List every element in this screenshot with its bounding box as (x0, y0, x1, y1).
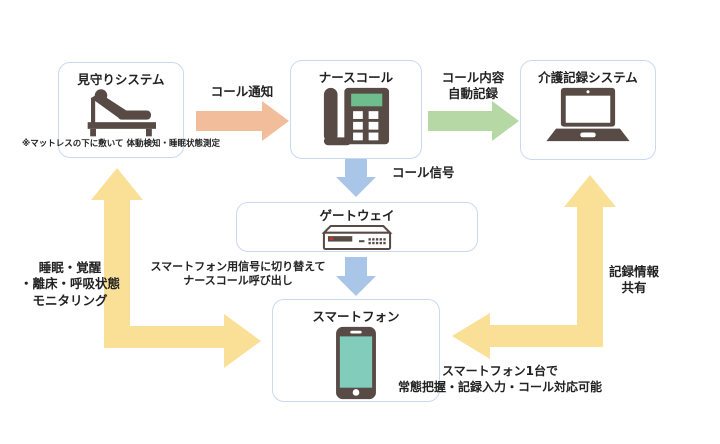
node-nurse-call: ナースコール (290, 60, 422, 159)
gateway-title: ゲートウェイ (319, 208, 395, 223)
record-share-label: 記録情報 共有 (596, 264, 672, 297)
auto-record-label: コール内容 自動記録 (422, 70, 524, 103)
bed-patient-icon (87, 89, 156, 137)
node-gateway: ゲートウェイ (236, 202, 478, 252)
call-notice-label: コール通知 (210, 84, 274, 99)
node-care-record-system: 介護記録システム (520, 60, 656, 160)
node-monitoring-system: 見守りシステム ※マットレスの下に敷いて 体動検知・睡眠状態測定 (22, 62, 220, 158)
laptop-icon (546, 87, 630, 142)
smartphone-icon (336, 326, 376, 400)
record-share-line2: 共有 (621, 280, 647, 296)
care-record-title: 介護記録システム (538, 70, 638, 85)
desk-phone-icon (323, 87, 390, 146)
monitoring-info-line2: ・離床・呼吸状態 (19, 276, 120, 292)
monitoring-note-line1: ※マットレスの下に敷いて (22, 139, 124, 149)
smartphone-caption: スマートフォン1台で 常態把握・記録入力・コール対応可能 (392, 364, 608, 395)
call-signal-label: コール信号 (392, 165, 455, 180)
monitoring-info-line3: モニタリング (32, 292, 108, 308)
node-smartphone: スマートフォン (272, 299, 440, 402)
smartphone-caption-line1: スマートフォン1台で (442, 364, 558, 378)
monitoring-smartphone-arrow (91, 168, 261, 368)
record-smartphone-arrow (452, 175, 616, 359)
monitoring-info-line1: 睡眠・覚醒 (38, 260, 102, 275)
gateway-to-smartphone-arrow (336, 257, 376, 296)
record-share-line1: 記録情報 (608, 264, 659, 279)
switch-signal-line1: スマートフォン用信号に切り替えて (150, 260, 326, 273)
monitoring-note-line2: 体動検知・睡眠状態測定 (126, 139, 220, 149)
monitoring-system-note: ※マットレスの下に敷いて 体動検知・睡眠状態測定 (22, 139, 220, 150)
call-notice-arrow (196, 101, 289, 141)
auto-record-line1: コール内容 (441, 70, 505, 85)
monitoring-info-label: 睡眠・覚醒 ・離床・呼吸状態 モニタリング (14, 260, 126, 309)
call-signal-arrow (336, 158, 376, 197)
monitoring-system-title: 見守りシステム (77, 72, 165, 87)
switch-signal-line2: ナースコール呼び出し (183, 274, 293, 288)
nurse-call-title: ナースコール (318, 70, 394, 85)
auto-record-line2: 自動記録 (447, 86, 498, 102)
auto-record-arrow (428, 101, 519, 141)
smartphone-caption-line2: 常態把握・記録入力・コール対応可能 (397, 379, 602, 394)
switch-signal-label: スマートフォン用信号に切り替えて ナースコール呼び出し (140, 260, 336, 289)
smartphone-title: スマートフォン (312, 309, 400, 324)
router-icon (321, 225, 393, 250)
